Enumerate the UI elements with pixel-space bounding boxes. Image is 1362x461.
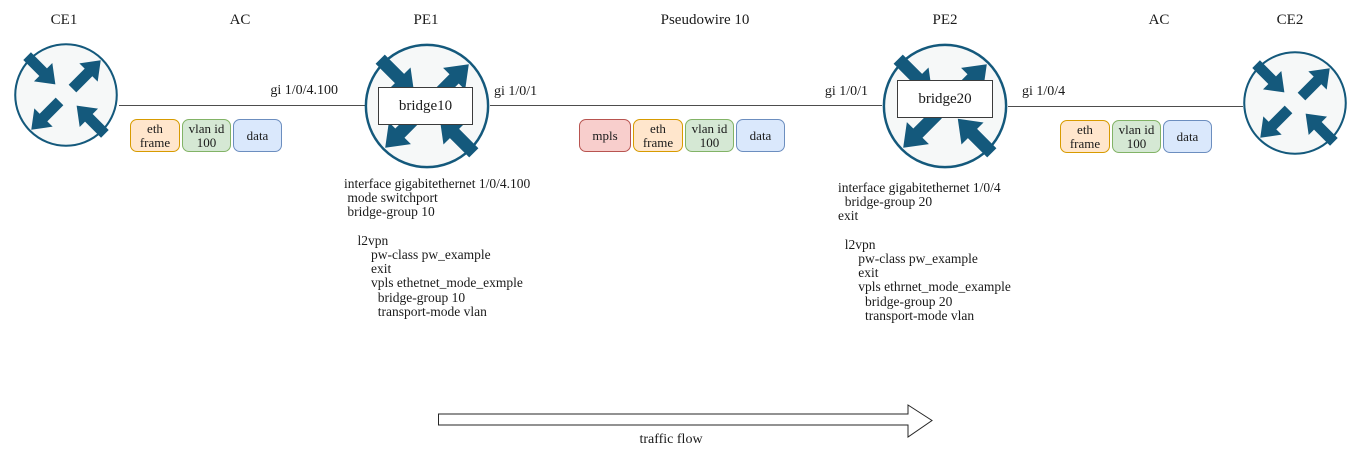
frame-field-eth: eth frame (130, 119, 180, 152)
pe1-config-text: interface gigabitethernet 1/0/4.100 mode… (344, 176, 531, 319)
iface-label-pe1-core: gi 1/0/1 (494, 84, 538, 99)
frame-field-vlan: vlan id 100 (685, 119, 734, 152)
frame-ac-left: eth frame vlan id 100 data (130, 119, 282, 152)
ce2-router-icon (1241, 49, 1349, 157)
frame-field-vlan: vlan id 100 (1112, 120, 1161, 153)
frame-field-data: data (233, 119, 282, 152)
segment-label-ac-right: AC (1148, 12, 1170, 28)
frame-field-eth: eth frame (1060, 120, 1110, 153)
pe2-config-text: interface gigabitethernet 1/0/4 bridge-g… (838, 180, 1011, 323)
pe1-bridge-box: bridge10 (378, 87, 473, 125)
frame-ac-right: eth frame vlan id 100 data (1060, 120, 1212, 153)
iface-label-ce1-pe1: gi 1/0/4.100 (270, 83, 338, 98)
frame-field-data: data (736, 119, 785, 152)
frame-field-data: data (1163, 120, 1212, 153)
frame-field-mpls: mpls (579, 119, 631, 152)
segment-label-pseudowire: Pseudowire 10 (660, 12, 750, 28)
pe2-bridge-box: bridge20 (897, 80, 993, 118)
frame-pseudowire: mpls eth frame vlan id 100 data (579, 119, 785, 152)
segment-label-ac-left: AC (229, 12, 251, 28)
traffic-flow-label: traffic flow (639, 432, 703, 447)
ce1-router-icon (12, 41, 120, 149)
node-label-ce1: CE1 (50, 12, 78, 28)
node-label-pe1: PE1 (413, 12, 439, 28)
node-label-pe2: PE2 (932, 12, 958, 28)
node-label-ce2: CE2 (1276, 12, 1304, 28)
link-pe2-ce2 (1008, 106, 1243, 107)
frame-field-eth: eth frame (633, 119, 683, 152)
iface-label-pe2-core: gi 1/0/1 (824, 84, 868, 99)
traffic-flow-arrow-icon (438, 404, 933, 438)
link-pe1-pe2-pseudowire (490, 105, 882, 106)
link-ce1-pe1 (119, 105, 365, 106)
frame-field-vlan: vlan id 100 (182, 119, 231, 152)
iface-label-pe2-ce2: gi 1/0/4 (1022, 84, 1066, 99)
